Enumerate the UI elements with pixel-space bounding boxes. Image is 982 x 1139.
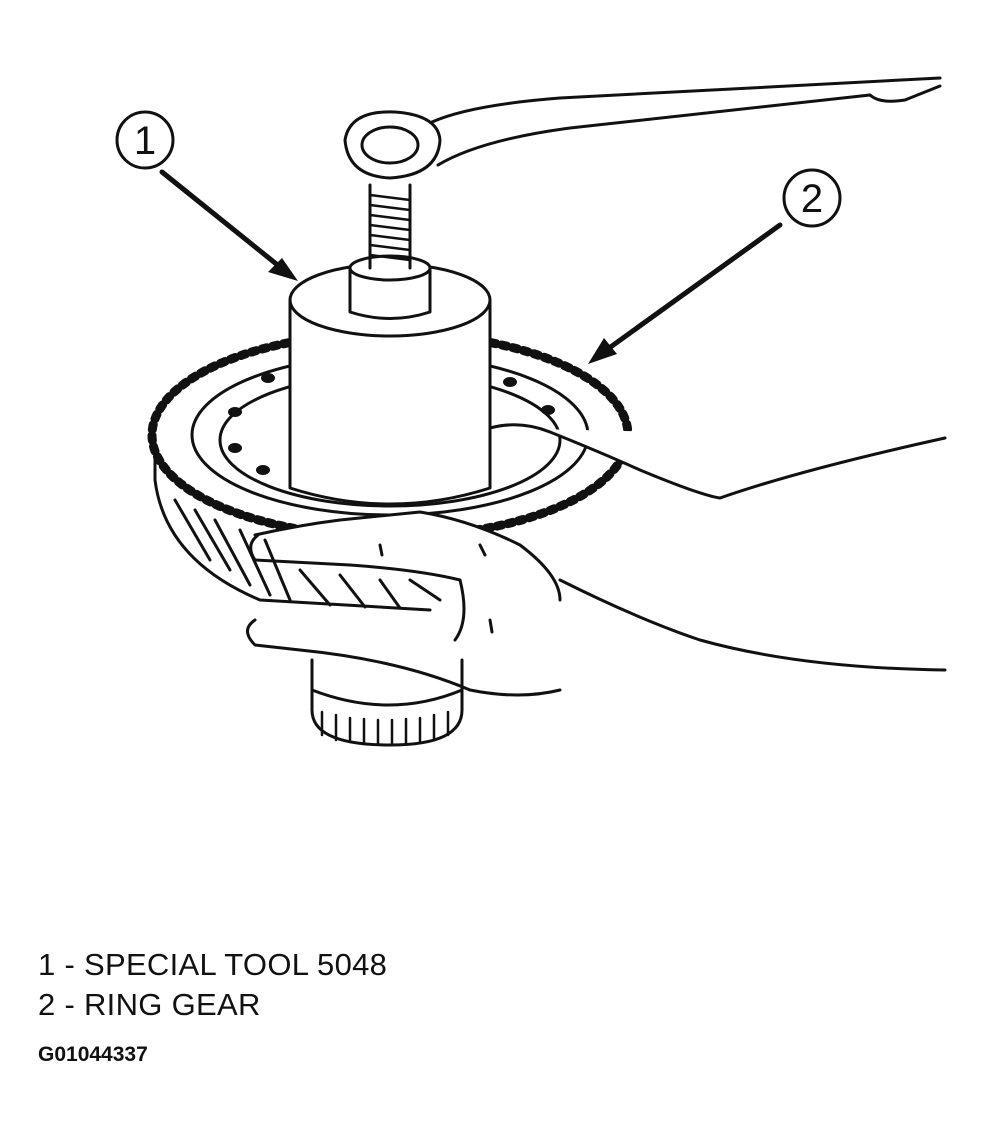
callout-2 (588, 168, 842, 364)
threaded-screw (368, 183, 412, 270)
callout-1 (115, 110, 298, 281)
legend: 1 - SPECIAL TOOL 5048 2 - RING GEAR (38, 945, 387, 1025)
legend-item-2: 2 - RING GEAR (38, 987, 261, 1022)
special-tool-5048 (288, 254, 492, 506)
callout-2-number: 2 (801, 177, 823, 221)
callout-1-number: 1 (134, 119, 156, 163)
hand (246, 423, 947, 697)
wrench (343, 76, 942, 180)
legend-item-1: 1 - SPECIAL TOOL 5048 (38, 947, 388, 982)
illustration: 1 2 (115, 76, 947, 747)
bearing (310, 658, 464, 747)
gear-bolt-holes (228, 373, 555, 475)
figure-id: G01044337 (38, 1043, 148, 1066)
